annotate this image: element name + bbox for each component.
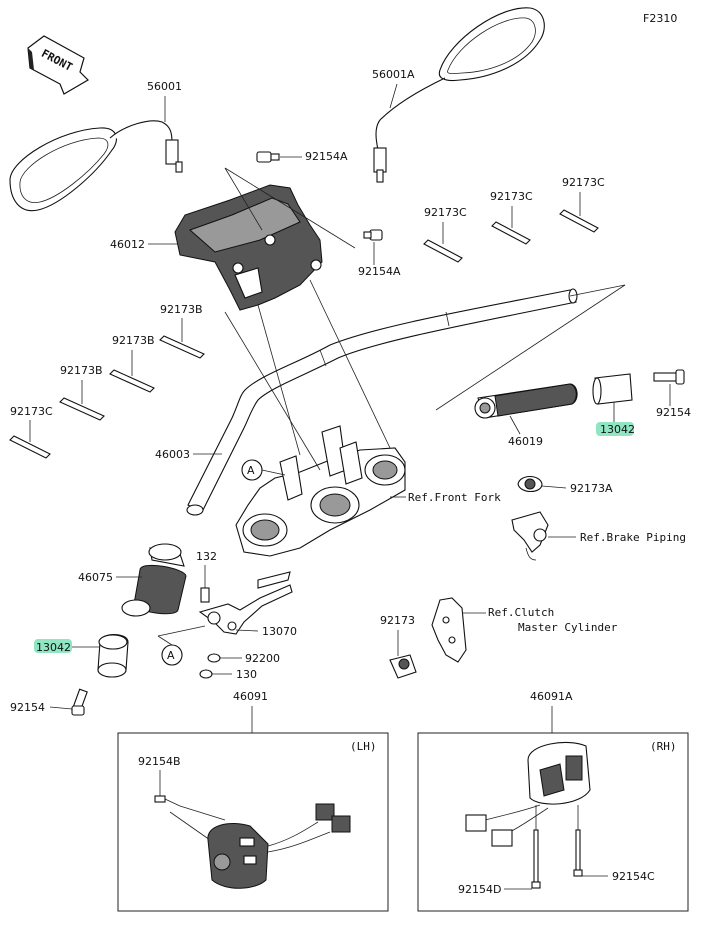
- figure-code: F2310: [643, 12, 677, 25]
- label-92154-left: 92154: [10, 701, 45, 714]
- bolt-92154a-top: [256, 151, 280, 163]
- rh-wiring-connector: [465, 804, 549, 847]
- upper-triple-clamp: [235, 425, 406, 557]
- label-132: 132: [196, 550, 217, 563]
- label-92173b-3: 92173B: [60, 364, 103, 377]
- clamp-band-92173b-3: [59, 397, 105, 421]
- label-92154c: 92154C: [612, 870, 655, 883]
- throttle-grip-46019: [474, 383, 578, 419]
- clamp-band-92173c-3: [559, 209, 599, 233]
- mirror-left: [9, 120, 183, 212]
- label-46019: 46019: [508, 435, 543, 448]
- label-92154a-mid: 92154A: [358, 265, 401, 278]
- washer-92200: [207, 653, 221, 663]
- clutch-bracket: [431, 597, 467, 663]
- label-92173c-4: 92173C: [10, 405, 53, 418]
- bolt-130: [199, 669, 213, 679]
- label-56001: 56001: [147, 80, 182, 93]
- label-92200: 92200: [245, 652, 280, 665]
- highlight-13042-right: [596, 422, 634, 436]
- rh-switch-housing: [527, 741, 591, 805]
- label-92173a: 92173A: [570, 482, 613, 495]
- label-46091: 46091: [233, 690, 268, 703]
- clamp-band-92173b-1: [159, 335, 205, 359]
- ref-brake-piping: Ref.Brake Piping: [580, 531, 686, 544]
- ref-clutch-1: Ref.Clutch: [488, 606, 554, 619]
- callout-a-2-label: A: [167, 649, 175, 662]
- ref-front-fork: Ref.Front Fork: [408, 491, 501, 504]
- brake-hose-bracket: [511, 511, 549, 561]
- label-46091a: 46091A: [530, 690, 573, 703]
- clamp-92173a: [517, 475, 543, 493]
- bolt-92154a-mid: [363, 229, 383, 241]
- lh-label: (LH): [350, 740, 377, 753]
- lh-wiring-connector: [267, 803, 351, 853]
- rh-label: (RH): [650, 740, 677, 753]
- label-130: 130: [236, 668, 257, 681]
- label-92154d: 92154D: [458, 883, 501, 896]
- label-92154-right: 92154: [656, 406, 691, 419]
- label-46003: 46003: [155, 448, 190, 461]
- mirror-right: [373, 7, 545, 183]
- label-56001a: 56001A: [372, 68, 415, 81]
- label-92173b-2: 92173B: [112, 334, 155, 347]
- lh-switch-housing: [207, 823, 269, 889]
- label-46012: 46012: [110, 238, 145, 251]
- label-13042-right: 13042: [600, 423, 635, 436]
- bracket-13070: [198, 571, 293, 635]
- screw-92154c: [573, 829, 583, 877]
- clamp-band-92173c-4: [9, 435, 51, 459]
- ref-clutch-2: Master Cylinder: [518, 621, 618, 634]
- grip-end-13042-right: [592, 373, 633, 405]
- handlebar-holder-upper: [174, 184, 323, 311]
- label-92154a-top: 92154A: [305, 150, 348, 163]
- label-92154b: 92154B: [138, 755, 181, 768]
- clamp-band-92173b-2: [109, 369, 155, 393]
- clamp-92173: [389, 654, 417, 679]
- screw-132: [200, 587, 210, 603]
- label-13070: 13070: [262, 625, 297, 638]
- bolt-92154-right: [653, 369, 685, 385]
- label-13042-left: 13042: [36, 641, 71, 654]
- left-grip-46075: [121, 543, 187, 617]
- bolt-92154-left: [71, 688, 88, 716]
- screw-92154d: [531, 829, 541, 889]
- front-arrow-icon: FRONT: [27, 35, 89, 95]
- clamp-band-92173c-1: [423, 239, 463, 263]
- lh-switch-box: [117, 732, 389, 912]
- callout-a-1-label: A: [247, 464, 255, 477]
- label-92173c-2: 92173C: [490, 190, 533, 203]
- grip-end-13042-left: [97, 633, 129, 678]
- label-92173c-1: 92173C: [424, 206, 467, 219]
- rh-switch-box: [417, 732, 689, 912]
- highlight-13042-left: [34, 639, 72, 653]
- label-92173b-1: 92173B: [160, 303, 203, 316]
- label-92173c-3: 92173C: [562, 176, 605, 189]
- label-46075: 46075: [78, 571, 113, 584]
- label-92173: 92173: [380, 614, 415, 627]
- handlebar: [186, 288, 578, 516]
- screw-92154b: [154, 795, 181, 807]
- clamp-band-92173c-2: [491, 221, 531, 245]
